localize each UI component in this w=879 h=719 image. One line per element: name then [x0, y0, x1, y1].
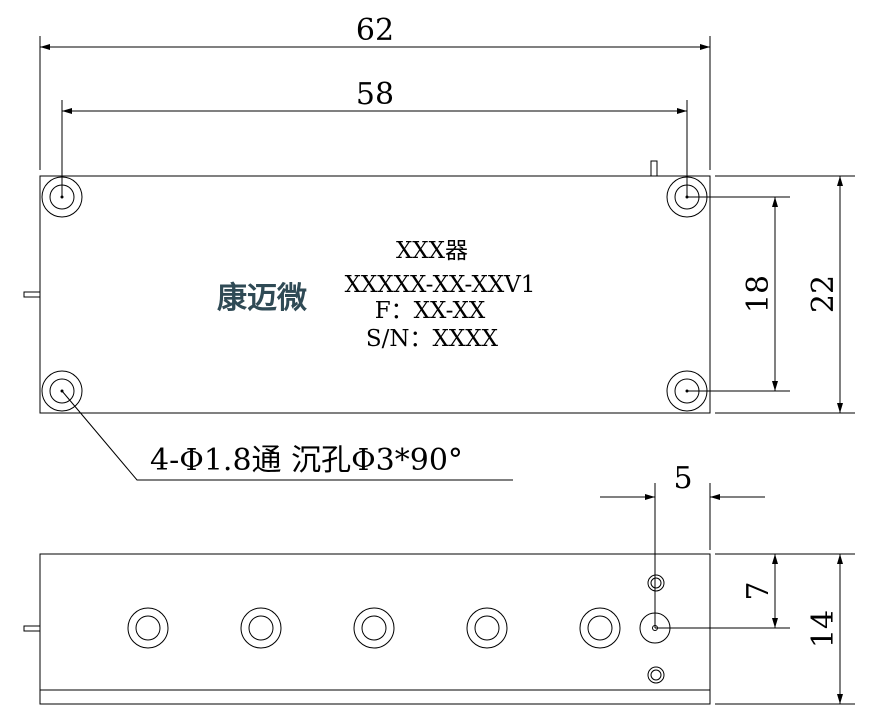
- top-view: [23, 36, 855, 481]
- side-connector-2: [240, 607, 282, 649]
- dim-14-label: 14: [806, 610, 841, 648]
- label-line-2: XXXXX-XX-XXV1: [345, 272, 536, 298]
- side-connector-5: [579, 607, 621, 649]
- label-line-4: S/N：XXXX: [366, 326, 499, 352]
- top-view-tab: [650, 160, 658, 177]
- brand-logo: 康迈微: [217, 281, 307, 316]
- side-connector-1: [127, 607, 169, 649]
- dim-7-label: 7: [741, 581, 776, 600]
- side-connector-3: [353, 607, 395, 649]
- dim-18-label: 18: [741, 275, 776, 313]
- label-line-3: F：XX-XX: [375, 298, 486, 324]
- side-view-connector-stub: [23, 625, 41, 632]
- top-view-connector-stub: [23, 291, 41, 298]
- dim-22-label: 22: [806, 275, 841, 313]
- hole-note: 4-Φ1.8通 沉孔Φ3*90°: [150, 443, 463, 478]
- dim-58-label: 58: [356, 77, 394, 112]
- side-screw-top: [647, 574, 665, 592]
- side-connector-4: [466, 607, 508, 649]
- side-screw-bottom: [647, 666, 665, 684]
- hole-note-leader: [61, 390, 513, 481]
- dim-62-label: 62: [356, 13, 394, 48]
- label-line-1: XXX器: [396, 238, 468, 264]
- side-view-body: [39, 553, 711, 705]
- side-view: [23, 483, 855, 705]
- dim-5-label: 5: [673, 461, 692, 496]
